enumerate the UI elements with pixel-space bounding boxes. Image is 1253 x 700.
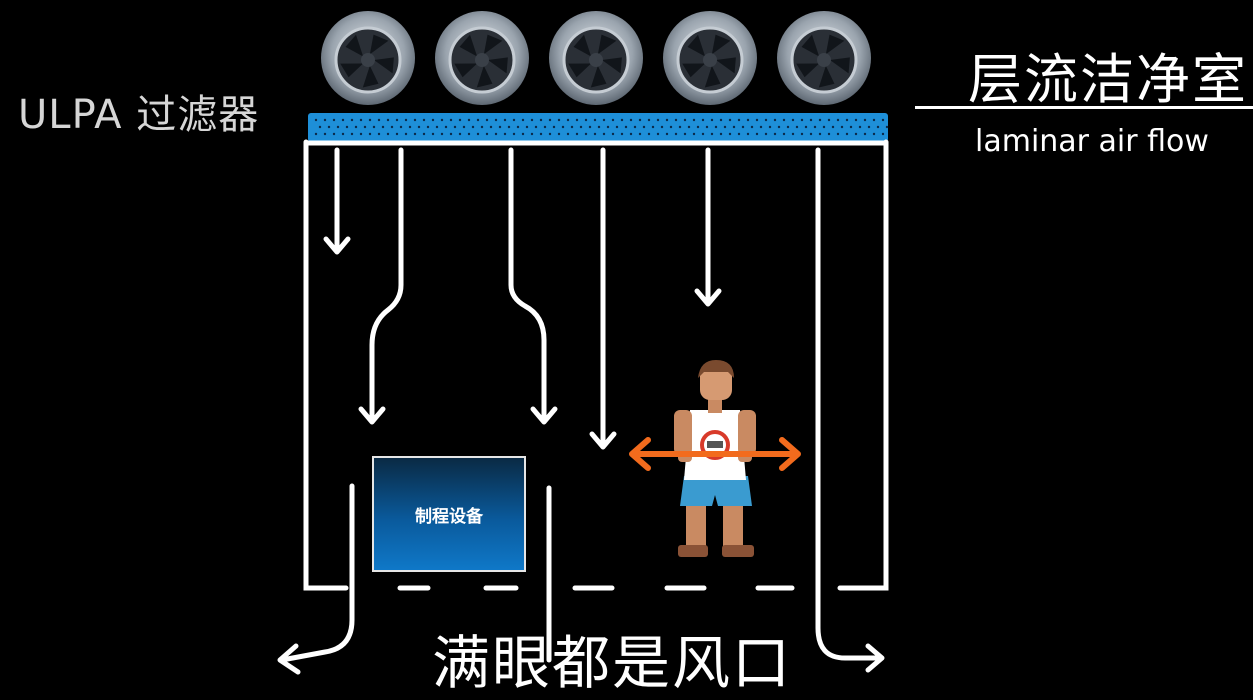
fan-icon	[663, 11, 757, 105]
airflow-arrows	[280, 150, 882, 672]
diagram-subtitle: laminar air flow	[975, 124, 1209, 159]
ulpa-filter-label: ULPA 过滤器	[18, 82, 259, 140]
process-equipment-label: 制程设备	[415, 502, 483, 527]
fan-icon	[321, 11, 415, 105]
title-underline	[915, 106, 1253, 109]
diagram-title: 层流洁净室	[968, 35, 1248, 114]
person-icon	[674, 360, 756, 557]
caption: 满眼都是风口	[432, 616, 792, 700]
fan-icon	[777, 11, 871, 105]
arrow-icon	[282, 486, 352, 660]
process-equipment-box: 制程设备	[372, 456, 526, 572]
fan-icon	[549, 11, 643, 105]
arrow-icon	[511, 150, 544, 420]
fan-icon	[435, 11, 529, 105]
fan-row	[321, 11, 871, 105]
arrow-icon	[372, 150, 401, 420]
ulpa-filter	[308, 113, 888, 142]
